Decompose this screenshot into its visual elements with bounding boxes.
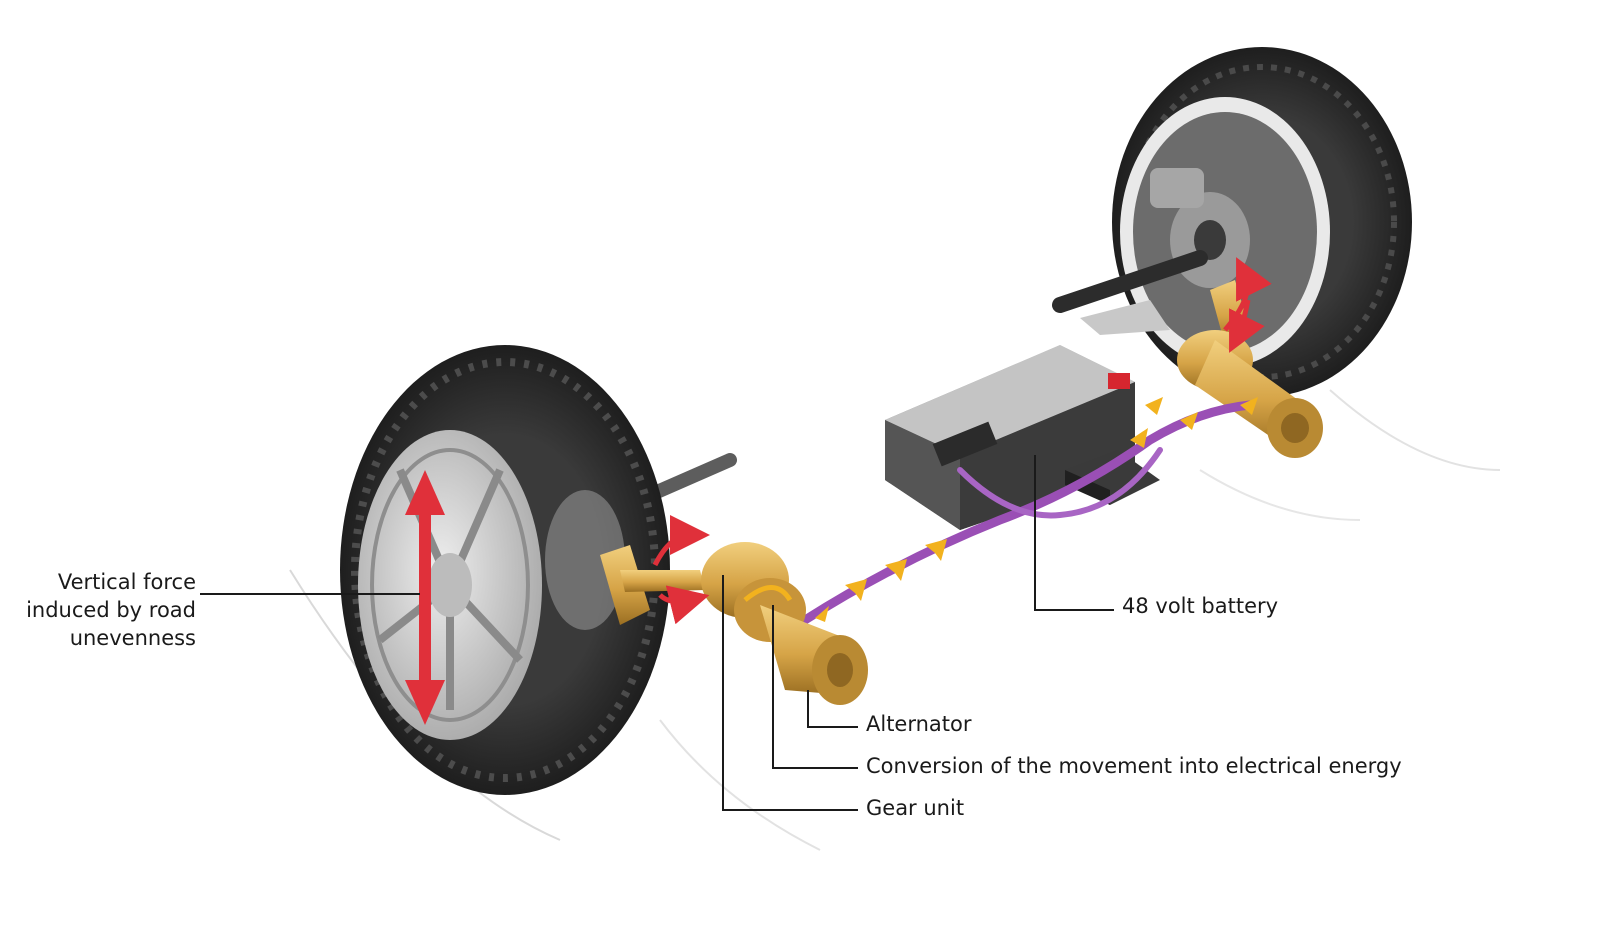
vertical-force-label: Vertical force induced by road unevennes… xyxy=(26,568,196,652)
battery-label: 48 volt battery xyxy=(1122,594,1279,618)
road-curve xyxy=(1199,469,1361,521)
alternator-label: Alternator xyxy=(866,712,972,736)
leader-lines xyxy=(200,455,1114,811)
vertical-force-line-3: unevenness xyxy=(69,626,196,650)
power-cable xyxy=(957,447,1163,519)
left-axle-shaft xyxy=(643,453,737,502)
vertical-force-arrow xyxy=(405,470,445,725)
road-curve xyxy=(1329,389,1501,471)
right-damper-unit xyxy=(1080,257,1323,458)
battery-48v xyxy=(885,345,1160,530)
vertical-force-line-1: Vertical force xyxy=(57,570,196,594)
vertical-force-line-2: induced by road xyxy=(26,598,196,622)
right-wheel xyxy=(1112,47,1412,397)
road-curve xyxy=(659,719,821,851)
gear-unit-label: Gear unit xyxy=(866,796,965,820)
conversion-label: Conversion of the movement into electric… xyxy=(866,754,1402,778)
right-axle-shaft xyxy=(1052,250,1208,313)
energy-flow-arrows xyxy=(815,397,1258,622)
left-damper-unit xyxy=(600,515,868,705)
